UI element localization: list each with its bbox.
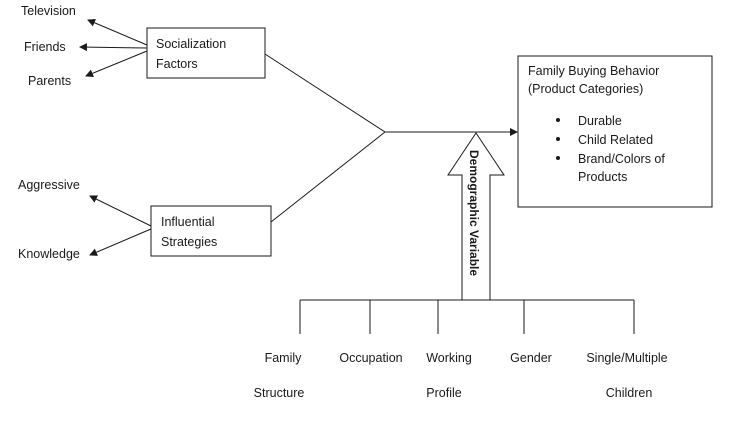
influential-label-1: Influential — [161, 215, 215, 229]
influential-label-2: Strategies — [161, 235, 217, 249]
source-aggressive: Aggressive — [18, 178, 80, 192]
demographic-variable-label: Demographic Variable — [467, 150, 481, 276]
socialization-factors-box — [146, 27, 266, 79]
demographic-working-2: Profile — [426, 386, 461, 400]
socialization-label-1: Socialization — [156, 37, 226, 51]
category-brand-colors-1: Brand/Colors of — [578, 152, 665, 166]
demographic-children-2: Children — [606, 386, 653, 400]
demographic-occupation: Occupation — [339, 351, 402, 365]
influential-connector — [270, 131, 386, 223]
demographic-gender: Gender — [510, 351, 552, 365]
buying-behavior-title-1: Family Buying Behavior — [528, 64, 659, 78]
influential-strategies-box — [150, 205, 272, 257]
category-durable: Durable — [578, 114, 622, 128]
category-brand-colors-2: Products — [578, 170, 627, 184]
aggressive-arrow — [89, 195, 152, 227]
demographic-family-2: Structure — [254, 386, 305, 400]
socialization-label-2: Factors — [156, 57, 198, 71]
family-buying-behavior-box — [517, 55, 713, 208]
category-child-related: Child Related — [578, 133, 653, 147]
socialization-connector — [264, 53, 386, 133]
demographic-family-1: Family — [265, 351, 303, 365]
bullet-durable — [556, 118, 560, 122]
friends-arrow — [79, 43, 148, 52]
knowledge-arrow — [89, 228, 152, 256]
parents-arrow — [85, 50, 148, 78]
demographic-working-1: Working — [426, 351, 472, 365]
bullet-brand-colors — [556, 156, 560, 160]
television-arrow — [87, 19, 148, 46]
source-friends: Friends — [24, 40, 66, 54]
demographic-variable-arrow — [447, 132, 505, 301]
bullet-child-related — [556, 137, 560, 141]
source-parents: Parents — [28, 74, 71, 88]
demographic-children-1: Single/Multiple — [586, 351, 667, 365]
source-knowledge: Knowledge — [18, 247, 80, 261]
source-television: Television — [21, 4, 76, 18]
buying-behavior-title-2: (Product Categories) — [528, 82, 643, 96]
